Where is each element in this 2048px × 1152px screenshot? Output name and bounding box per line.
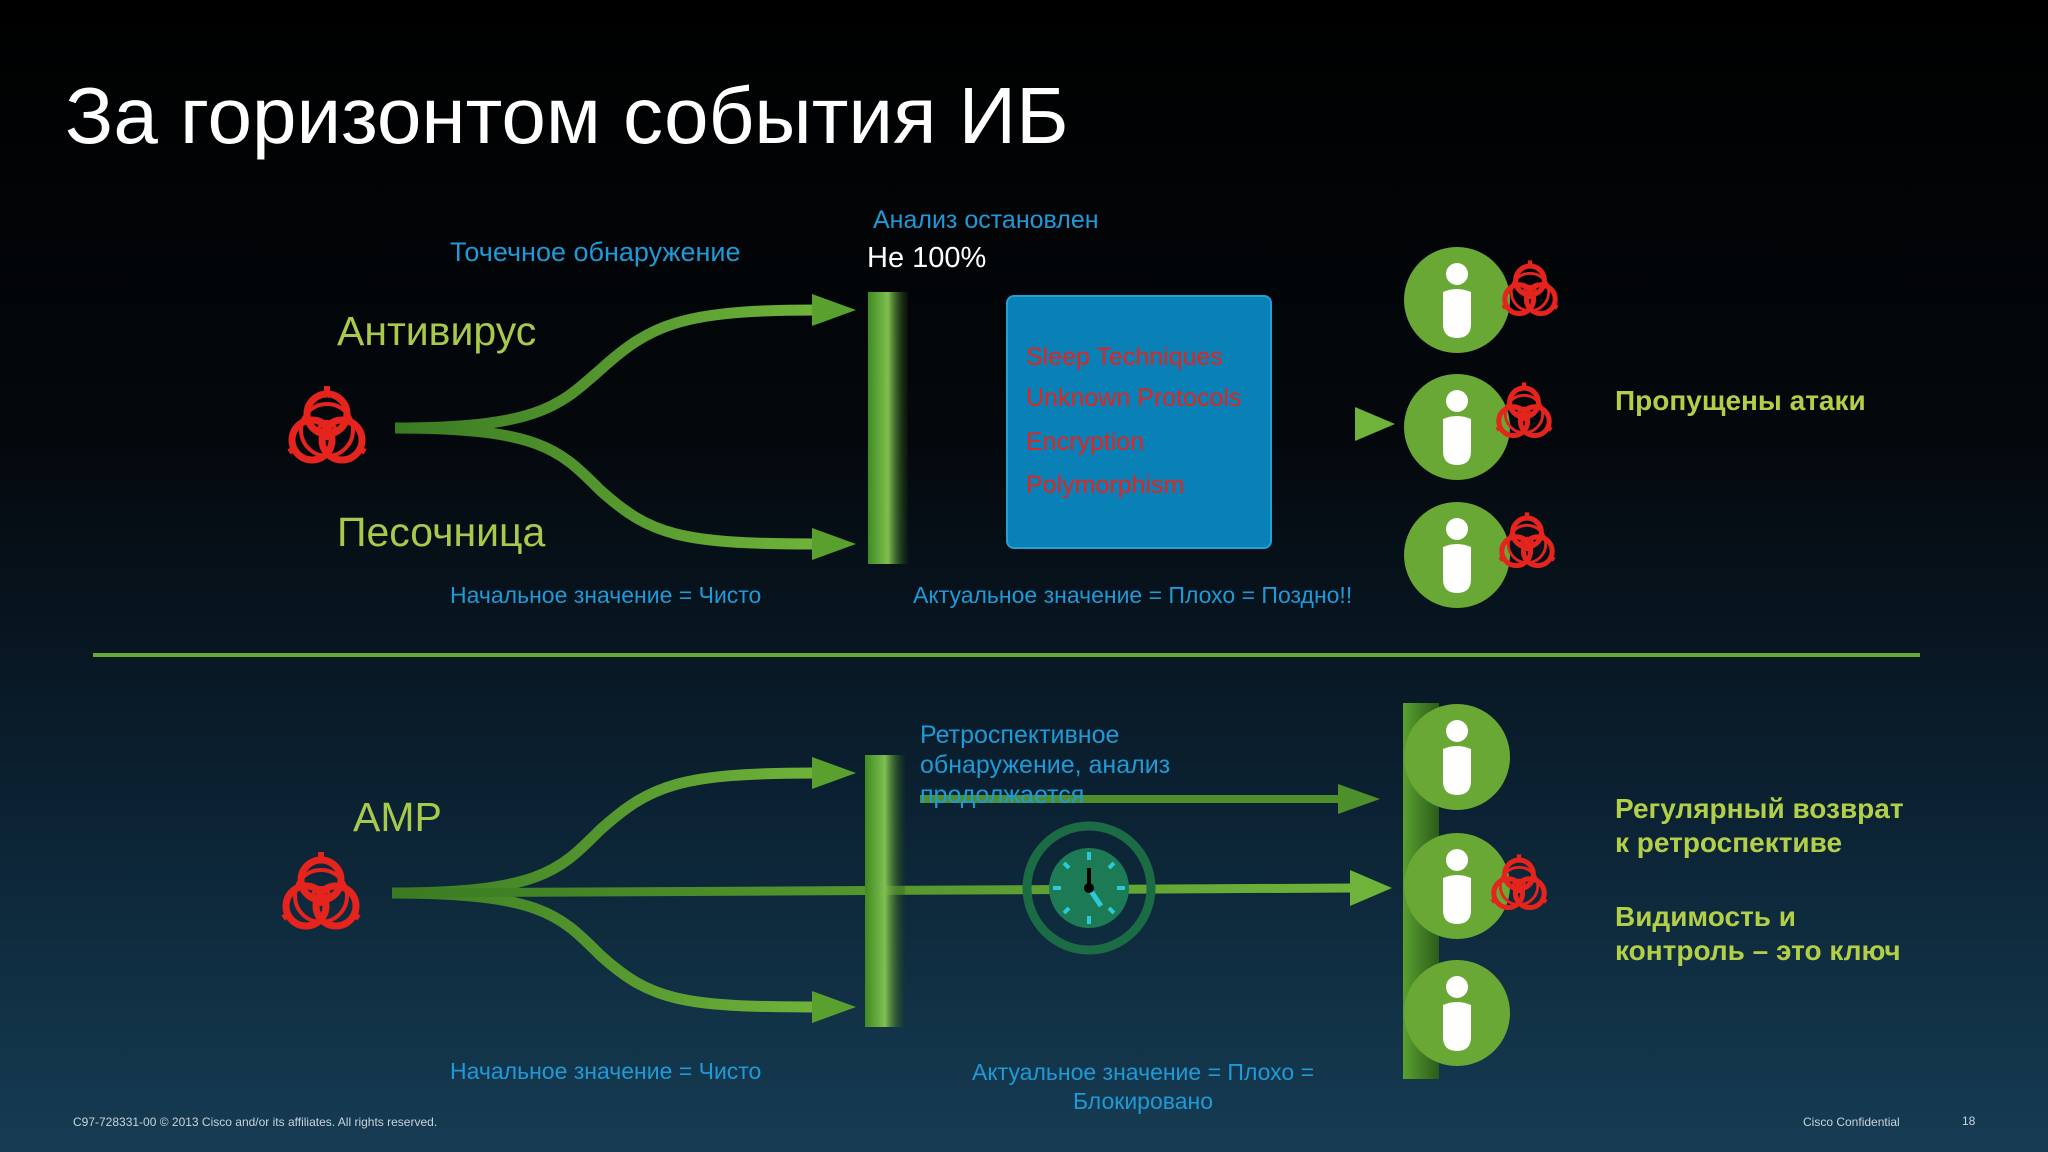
technique-polymorphism: Polymorphism [1026, 471, 1185, 499]
top-actual-value: Актуальное значение = Плохо = Поздно!! [913, 582, 1353, 608]
regular-return-label: Регулярный возврат к ретроспективе [1615, 793, 1904, 858]
arrow-lower-bottom [391, 887, 816, 1013]
arrow-upper-bottom [391, 767, 816, 899]
arrowhead-upper-bottom [812, 757, 856, 789]
arrowhead-lower-bottom [812, 991, 856, 1023]
retro-detection-label: Ретроспективное обнаружение, анализ прод… [920, 721, 1171, 809]
technique-encryption: Encryption [1026, 428, 1145, 456]
user-icon-top-2 [1404, 374, 1510, 480]
arrow-lower-top [394, 422, 816, 550]
not-100-label: Не 100% [867, 242, 987, 274]
evasion-techniques-box [1006, 295, 1272, 549]
antivirus-label: Антивирус [337, 308, 537, 354]
user-icon-bottom-1 [1404, 704, 1510, 810]
biohazard-icon-bottom-source [283, 852, 359, 926]
biohazard-icon-top-1 [1503, 260, 1558, 313]
analysis-stopped-label: Анализ остановлен [873, 206, 1099, 234]
user-icon-top-1 [1404, 247, 1510, 353]
page-number: 18 [1962, 1114, 1976, 1128]
analysis-wall-bottom [865, 755, 905, 1027]
missed-attacks-label: Пропущены атаки [1615, 385, 1866, 416]
bottom-initial-value: Начальное значение = Чисто [450, 1058, 762, 1084]
footer-confidential: Cisco Confidential [1803, 1115, 1900, 1129]
arrowhead-upper-top [812, 294, 856, 326]
arrowhead-retro [1338, 784, 1380, 814]
footer-copyright: C97-728331-00 © 2013 Cisco and/or its af… [73, 1115, 438, 1129]
user-icon-top-3 [1404, 502, 1510, 608]
clock-icon [1022, 821, 1156, 955]
arrowhead-middle-top [1355, 407, 1395, 441]
bottom-actual-value: Актуальное значение = Плохо = Блокирован… [971, 1059, 1315, 1114]
bottom-flow [391, 703, 1439, 1079]
user-icon-bottom-3 [1404, 960, 1510, 1066]
amp-label: AMP [353, 794, 442, 840]
visibility-label: Видимость и контроль – это ключ [1615, 901, 1901, 966]
analysis-wall-top [868, 292, 908, 564]
biohazard-icon-top-source [289, 386, 365, 460]
point-detection-label: Точечное обнаружение [450, 237, 741, 267]
arrowhead-lower-top [812, 528, 856, 560]
technique-sleep: Sleep Techniques [1026, 343, 1223, 371]
top-initial-value: Начальное значение = Чисто [450, 582, 762, 608]
slide-title: За горизонтом события ИБ [65, 71, 1069, 160]
arrowhead-middle-bottom [1350, 870, 1392, 906]
sandbox-label: Песочница [337, 509, 546, 555]
technique-unknown-protocols: Unknown Protocols [1026, 384, 1242, 412]
